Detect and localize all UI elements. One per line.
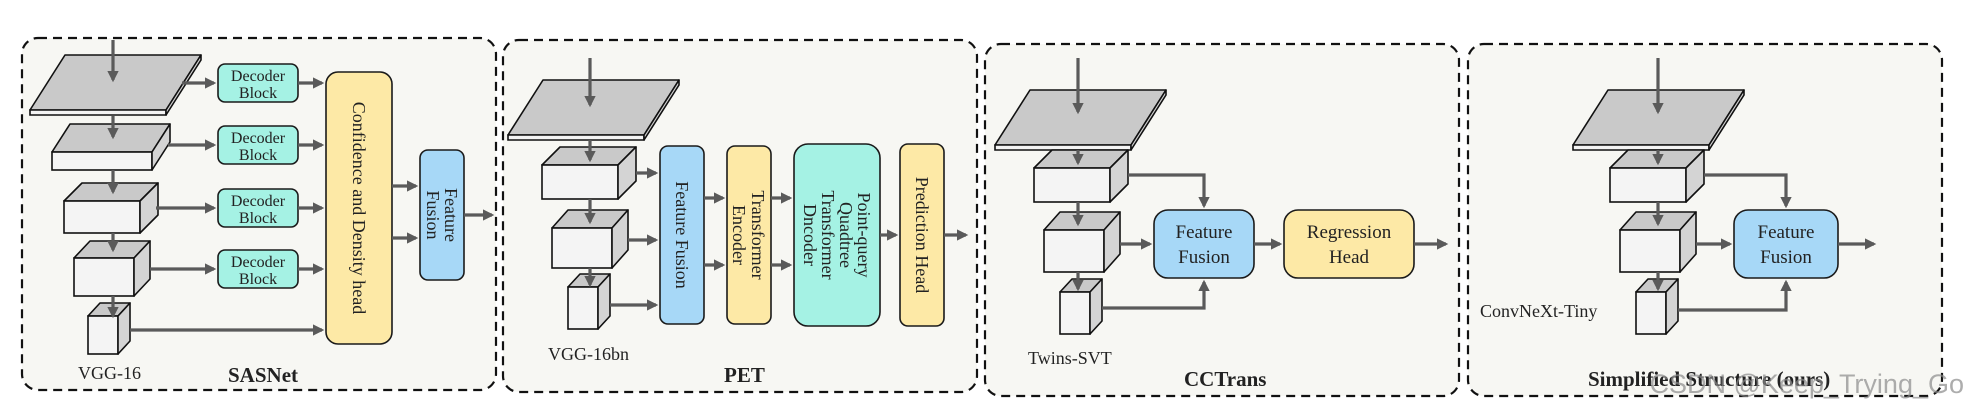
ours-fusion-label-2: Fusion [1760,247,1812,268]
ours-backbone-label: ConvNeXt-Tiny [1480,301,1597,321]
sasnet-fusion-label-1: Feature [441,188,461,242]
feature-map-1 [1033,149,1129,203]
sasnet-feature-maps [29,54,202,355]
pet-fusion-label: Feature Fusion [672,181,692,289]
decoder-block-2-label-1: Decoder [231,130,286,147]
sasnet-fusion-label-2: Fusion [423,190,443,239]
cctrans-feature-maps [994,89,1167,335]
cctrans-title: CCTrans [1184,367,1266,391]
feature-map-1 [541,146,637,200]
prediction-head-block: Prediction Head [899,143,945,327]
watermark-text: CSDN @Keep_Trying_Go [1649,369,1964,399]
feature-map-2 [1043,211,1121,273]
prediction-head-label: Prediction Head [912,177,932,293]
decoder-label-3: Transformer [818,190,838,279]
input-image-plane [29,54,202,116]
sasnet-arrows [107,40,495,336]
feature-map-3 [73,240,151,297]
decoder-label-4: Dncoder [800,204,820,266]
decoder-block-2: Decoder Block [217,125,299,165]
pet-title: PET [724,363,765,387]
panel-pet: Feature Fusion Transformer Encoder Point… [501,38,979,394]
input-image-plane [994,89,1167,151]
pet-backbone-label: VGG-16bn [548,344,629,364]
decoder-block-1-label-1: Decoder [231,68,286,85]
decoder-block-2-label-2: Block [239,147,277,164]
decoder-block-4-label-1: Decoder [231,254,286,271]
feature-map-1 [1609,149,1705,203]
feature-map-3 [1059,278,1103,335]
decoder-block-1: Decoder Block [217,63,299,103]
confidence-density-head-block: Confidence and Density head [325,71,393,345]
ours-title: Simplified Structure (ours) [1588,367,1830,391]
decoder-block-4: Decoder Block [217,249,299,289]
quadtree-transformer-decoder-block: Point-query Quadtree Transformer Dncoder [793,143,881,327]
sasnet-decoder-blocks: Decoder Block Decoder Block Decoder Bloc… [217,63,299,289]
panel-cctrans: Feature Fusion Regression Head Twins-SVT… [983,42,1461,398]
sasnet-backbone-label: VGG-16 [78,363,141,383]
ours-feature-fusion-block: Feature Fusion [1733,209,1839,279]
ours-fusion-label-1: Feature [1758,222,1815,243]
decoder-label-1: Point-query [854,193,874,278]
pet-feature-fusion-block: Feature Fusion [659,145,705,325]
cctrans-feature-fusion-block: Feature Fusion [1153,209,1255,279]
decoder-label-2: Quadtree [836,202,856,268]
regression-head-label-1: Regression [1307,222,1392,243]
regression-head-label-2: Head [1329,247,1370,268]
input-image-plane [507,79,680,141]
decoder-block-1-label-2: Block [239,85,277,102]
feature-map-1 [51,123,171,171]
regression-head-block: Regression Head [1283,209,1415,279]
feature-map-2 [551,209,629,269]
feature-map-4 [87,302,131,355]
cctrans-arrows [1072,58,1449,310]
sasnet-feature-fusion-block: Feature Fusion [419,149,465,281]
decoder-block-3: Decoder Block [217,188,299,228]
ours-feature-maps [1572,89,1745,335]
cctrans-fusion-label-1: Feature [1176,222,1233,243]
transformer-encoder-block: Transformer Encoder [726,145,772,325]
decoder-block-3-label-1: Decoder [231,193,286,210]
encoder-label-2: Encoder [729,205,749,265]
panel-ours: Feature Fusion ConvNeXt-Tiny Simplified … [1466,42,1944,398]
confidence-density-head-label: Confidence and Density head [349,102,369,314]
panel-sasnet: Decoder Block Decoder Block Decoder Bloc… [20,36,498,392]
pet-feature-maps [507,79,680,330]
decoder-block-3-label-2: Block [239,210,277,227]
encoder-label-1: Transformer [748,190,768,279]
cctrans-fusion-label-2: Fusion [1178,247,1230,268]
input-image-plane [1572,89,1745,151]
pet-arrows [584,58,969,311]
decoder-block-4-label-2: Block [239,271,277,288]
feature-map-2 [63,182,159,234]
sasnet-title: SASNet [228,363,298,387]
ours-arrows [1652,58,1877,312]
cctrans-backbone-label: Twins-SVT [1028,348,1112,368]
